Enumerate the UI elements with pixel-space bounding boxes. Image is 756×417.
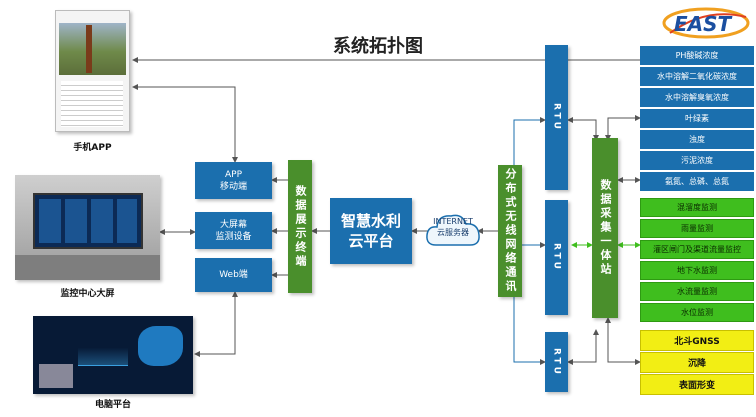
collector-label: 数据采集一体站: [599, 179, 612, 277]
sensor-settlement: 沉降: [640, 352, 754, 373]
rtu-top: RTU: [545, 45, 568, 190]
page-title: 系统拓扑图: [333, 36, 423, 57]
sensor-rainfall: 雨量监测: [640, 219, 754, 238]
logo-text: EAST: [674, 12, 732, 36]
app-mobile-node: APP 移动端: [195, 162, 272, 199]
sensor-sludge: 污泥浓度: [640, 151, 754, 170]
pc-platform-screenshot: [33, 316, 193, 394]
internet-cloud: INTERNET 云服务器: [424, 207, 482, 253]
sensor-water-level: 水位监测: [640, 303, 754, 322]
web-node: Web端: [195, 258, 272, 292]
phone-app-screenshot: [55, 10, 130, 132]
logo-swoosh-icon: [662, 7, 750, 39]
pc-map: [138, 326, 183, 366]
cloud-icon: [426, 214, 480, 246]
east-logo: EAST: [660, 3, 752, 43]
wireless-network: 分布式无线网络通讯: [498, 165, 522, 297]
rtu-middle: RTU: [545, 200, 568, 315]
sensor-deformation: 表面形变: [640, 374, 754, 395]
sensor-ph: PH酸碱浓度: [640, 46, 754, 65]
bigscreen-wall: [33, 193, 143, 249]
smart-water-platform: 智慧水利 云平台: [330, 198, 412, 264]
phone-photo: [59, 23, 126, 75]
sensor-gnss: 北斗GNSS: [640, 330, 754, 351]
sensor-turbidity: 浊度: [640, 130, 754, 149]
phone-post-icon: [86, 25, 92, 73]
sensor-water-flow: 水流量监测: [640, 282, 754, 301]
data-display-terminal: 数据展示终端: [288, 160, 312, 293]
sensor-co2: 水中溶解二氧化碳浓度: [640, 67, 754, 86]
phone-caption: 手机APP: [73, 143, 112, 153]
sensor-chlorophyll: 叶绿素: [640, 109, 754, 128]
sensor-gate-flow: 灌区闸门及渠道流量监控: [640, 240, 754, 259]
sensor-ozone: 水中溶解臭氧浓度: [640, 88, 754, 107]
rtu-bottom: RTU: [545, 332, 568, 392]
data-display-label: 数据展示终端: [294, 184, 307, 269]
pc-photo: [39, 364, 73, 388]
sensor-nitrogen: 氨氮、总磷、总氮: [640, 172, 754, 191]
bigscreen-image: [15, 175, 160, 280]
data-collector: 数据采集一体站: [592, 138, 618, 318]
bigscreen-device-node: 大屏幕 监测设备: [195, 212, 272, 249]
bigscreen-panels: [39, 199, 137, 243]
rtu-middle-label: RTU: [551, 243, 562, 272]
bigscreen-floor: [15, 255, 160, 280]
sensor-mixing: 混溜度监测: [640, 198, 754, 217]
pc-caption: 电脑平台: [94, 400, 131, 410]
cloud-label: INTERNET 云服务器: [433, 217, 473, 237]
sensor-groundwater: 地下水监测: [640, 261, 754, 280]
bigscreen-caption: 监控中心大屏: [60, 289, 115, 299]
wireless-label: 分布式无线网络通讯: [504, 168, 517, 294]
pc-chart: [78, 336, 128, 366]
rtu-bottom-label: RTU: [551, 347, 562, 377]
phone-text-lines: [61, 81, 123, 127]
rtu-top-label: RTU: [551, 103, 562, 132]
